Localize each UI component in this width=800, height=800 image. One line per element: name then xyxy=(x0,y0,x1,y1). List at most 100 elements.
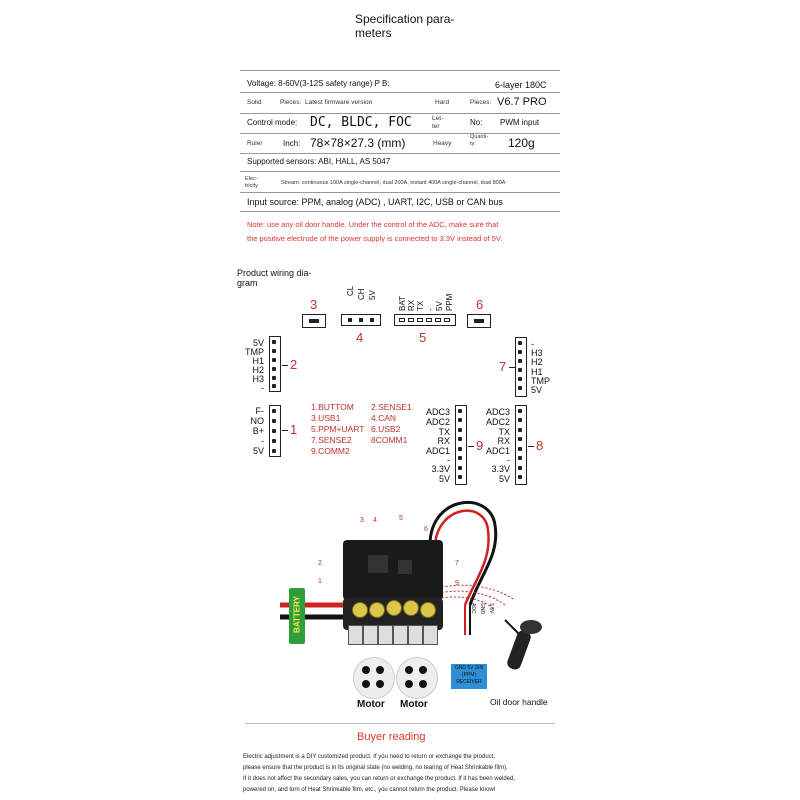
label-6: 6 xyxy=(476,297,484,312)
hard-label: Hard xyxy=(435,99,450,106)
callout-2: 2 xyxy=(318,560,322,567)
label-3: 3 xyxy=(310,297,318,312)
sense2-label-h3: H3 xyxy=(531,348,543,358)
button-label-5v: 5V xyxy=(252,446,264,456)
motor-1 xyxy=(353,657,395,699)
heavy-label: Heavy xyxy=(433,140,452,147)
electricity-label: Elec- tricity xyxy=(245,176,258,189)
control-mode-spec: DC, BLDC, FOC xyxy=(310,115,412,130)
legend-item: 8COMM1 xyxy=(371,435,408,445)
input-source-spec: Input source: PPM, analog (ADC) , UART, … xyxy=(247,197,503,207)
legend-item: 5.PPM+UART xyxy=(311,424,365,434)
weight-spec: 120g xyxy=(508,136,535,150)
inch-label: Inch: xyxy=(283,139,301,148)
capacitor xyxy=(386,600,402,616)
page-title: Specification para- meters xyxy=(355,12,455,40)
button-label-b: B+ xyxy=(252,426,264,436)
battery-label: BATTERY xyxy=(289,588,305,644)
comm2-label-adc3: ADC3 xyxy=(425,407,450,417)
legend-item: 9.COMM2 xyxy=(311,446,350,456)
mosfet xyxy=(423,625,438,645)
comm1-label-adc2: ADC2 xyxy=(485,417,510,427)
dimensions-spec: 78×78×27.3 (mm) xyxy=(310,136,406,150)
label-5: 5 xyxy=(419,330,427,345)
capacitor xyxy=(420,602,436,618)
throttle-handle xyxy=(505,620,542,690)
usb2-connector xyxy=(467,314,491,328)
legend-item: 3.USB1 xyxy=(311,413,341,423)
comm1-label-adc1: ADC1 xyxy=(485,446,510,456)
comm1-label-5v: 5V xyxy=(498,474,510,484)
comm2-label-adc1: ADC1 xyxy=(425,446,450,456)
no-label: No: xyxy=(470,118,483,127)
pieces-label-2: Pieces: xyxy=(470,99,492,106)
throttle-label: Oil door handle xyxy=(490,697,548,707)
comm1-connector xyxy=(515,405,527,485)
wire-label-adc: ADC xyxy=(470,603,476,614)
callout-5: 5 xyxy=(399,515,403,522)
sense2-label-h2: H2 xyxy=(531,357,543,367)
legend-item: 4.CAN xyxy=(371,413,397,423)
comm1-label-adc3: ADC3 xyxy=(485,407,510,417)
legend-left: 1.BUTTOM 3.USB1 5.PPM+UART 7.SENSE2 9.CO… xyxy=(311,402,364,457)
wiring-title: Product wiring dia- gram xyxy=(237,268,312,288)
label-2: 2 xyxy=(290,357,298,372)
button-label-minus: - xyxy=(261,436,264,446)
legend-item: 1.BUTTOM xyxy=(311,402,354,412)
current-spec: Stream: continuous 100A single-channel, … xyxy=(281,180,506,186)
comm2-connector xyxy=(455,405,467,485)
legend-item: 7.SENSE2 xyxy=(311,435,352,445)
control-mode-label: Control mode: xyxy=(247,118,298,127)
comm2-label-minus: - xyxy=(447,455,450,465)
comm2-label-tx: TX xyxy=(438,427,450,437)
receiver-box: GND 5V SIN (PPM) RECEIVER xyxy=(451,664,487,689)
capacitor xyxy=(403,600,419,616)
label-1: 1 xyxy=(290,422,298,437)
capacitor xyxy=(352,602,368,618)
label-8: 8 xyxy=(536,438,544,453)
ppm-label-rx: RX xyxy=(407,299,416,311)
sense2-label-5v: 5V xyxy=(531,385,543,395)
sense1-label-minus: - xyxy=(261,383,264,393)
pwm-spec: PWM input xyxy=(500,118,540,127)
comm2-label-rx: RX xyxy=(437,436,450,446)
comm1-label-3v3: 3.3V xyxy=(491,464,510,474)
callout-3: 3 xyxy=(360,517,364,524)
comm2-label-adc2: ADC2 xyxy=(425,417,450,427)
legend-item: 2.SENSE1 xyxy=(371,402,412,412)
sense1-label-h3: H3 xyxy=(252,374,264,384)
can-connector xyxy=(341,314,381,326)
sense2-label-minus: - xyxy=(531,339,534,349)
sense1-label-5v: 5V xyxy=(252,338,264,348)
wire-label-3v3: 3.3V xyxy=(488,603,494,614)
label-9: 9 xyxy=(476,438,484,453)
ppm-label-ppm: PPM xyxy=(445,293,454,311)
mosfet xyxy=(408,625,423,645)
callout-1: 1 xyxy=(318,578,322,585)
sense2-connector xyxy=(515,337,527,397)
sense1-label-h1: H1 xyxy=(252,356,264,366)
ppm-label-tx: TX xyxy=(416,300,425,311)
ppm-label-bat: BAT xyxy=(398,296,407,311)
ppm-uart-connector xyxy=(394,314,456,326)
callout-9: 9 xyxy=(455,580,459,587)
motor-2 xyxy=(396,657,438,699)
motor-1-label: Motor xyxy=(357,699,385,710)
mosfet xyxy=(348,625,363,645)
callout-7: 7 xyxy=(455,560,459,567)
comm2-label-3v3: 3.3V xyxy=(431,464,450,474)
mosfet xyxy=(393,625,408,645)
comm1-label-tx: TX xyxy=(498,427,510,437)
sensors-spec: Supported sensors: ABI, HALL, AS 5047 xyxy=(247,157,391,166)
ppm-label-minus: - xyxy=(426,308,435,311)
quantity-label: Quanti- ty: xyxy=(470,134,489,147)
mosfet xyxy=(378,625,393,645)
layer-spec: 6-layer 180C xyxy=(495,80,547,90)
can-label-5v: 5V xyxy=(368,290,377,300)
comm1-label-minus: - xyxy=(507,455,510,465)
comm1-label-rx: RX xyxy=(497,436,510,446)
legend-item: 6.USB2 xyxy=(371,424,401,434)
version-spec: V6.7 PRO xyxy=(497,96,547,108)
legend-right: 2.SENSE1 4.CAN 6.USB2 8COMM1 xyxy=(371,402,412,446)
button-label-no: NO xyxy=(250,416,265,426)
